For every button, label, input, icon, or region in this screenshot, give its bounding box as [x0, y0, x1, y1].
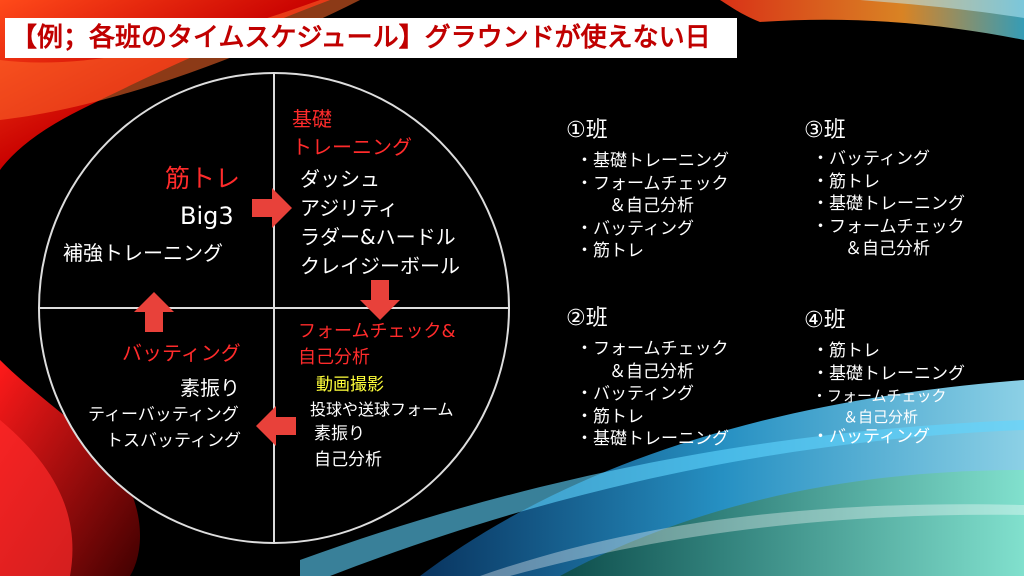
quadrant-heading-batting: バッティング — [122, 341, 241, 365]
list-item: ・基礎トレーニング — [812, 194, 965, 214]
group-1-schedule: ・基礎トレーニング ・フォームチェック ＆自己分析 ・バッティング ・筋トレ — [576, 150, 729, 263]
quadrant-line-self-analysis: 自己分析 — [314, 450, 382, 470]
list-item: ・フォームチェック — [812, 216, 965, 237]
quadrant-line-swing: 素振り — [314, 424, 365, 444]
list-item: ・筋トレ — [576, 406, 644, 427]
list-item: ・フォームチェック — [812, 387, 947, 405]
quadrant-heading-strength: 筋トレ — [165, 164, 241, 193]
quadrant-line-dash: ダッシュ — [300, 167, 380, 191]
quadrant-heading-basic-training-2: トレーニング — [292, 135, 412, 159]
group-3-title: ③班 — [804, 118, 846, 143]
list-item: ・筋トレ — [576, 241, 644, 261]
group-3-schedule: ・バッティング ・筋トレ ・基礎トレーニング ・フォームチェック ＆自己分析 — [812, 148, 965, 261]
quadrant-heading-form-check-2: 自己分析 — [298, 347, 370, 368]
arrow-right-icon — [252, 188, 292, 228]
list-item: ＆自己分析 — [828, 239, 930, 259]
quadrant-highlight-video: 動画撮影 — [316, 375, 384, 395]
list-item: ・バッティング — [576, 218, 694, 239]
quadrant-line-swing-practice: 素振り — [180, 376, 240, 400]
quadrant-line-throwing-form: 投球や送球フォーム — [310, 400, 454, 419]
arrow-left-icon — [256, 406, 296, 446]
list-item: ・バッティング — [576, 384, 694, 404]
list-item: ・筋トレ — [812, 341, 880, 361]
group-1-title: ①班 — [566, 118, 608, 143]
quadrant-line-tee-batting: ティーバッティング — [88, 405, 239, 425]
list-item: ・フォームチェック — [576, 339, 729, 359]
quadrant-line-crazy-ball: クレイジーボール — [300, 254, 460, 278]
page-title: 【例；各班のタイムスケジュール】グラウンドが使えない日 — [5, 18, 737, 58]
quadrant-line-ladder-hurdle: ラダー&ハードル — [300, 225, 456, 249]
group-2-title: ②班 — [566, 306, 608, 331]
list-item: ・基礎トレーニング — [812, 363, 965, 384]
arrow-down-icon — [360, 280, 400, 320]
quadrant-line-big3: Big3 — [180, 202, 234, 230]
list-item: ・筋トレ — [812, 171, 880, 192]
quadrant-heading-form-check-1: フォームチェック& — [298, 321, 456, 342]
list-item: ＆自己分析 — [828, 407, 919, 426]
quadrant-line-agility: アジリティ — [300, 196, 398, 220]
group-2-schedule: ・フォームチェック ＆自己分析 ・バッティング ・筋トレ ・基礎トレーニング — [576, 338, 729, 451]
list-item: ・バッティング — [812, 149, 930, 169]
quadrant-line-toss-batting: トスバッティング — [106, 431, 241, 451]
list-item: ・基礎トレーニング — [576, 151, 729, 171]
quadrant-heading-basic-training-1: 基礎 — [292, 107, 332, 131]
horizontal-divider — [38, 307, 510, 309]
list-item: ＆自己分析 — [592, 361, 694, 382]
list-item: ・バッティング — [812, 426, 930, 447]
arrow-up-icon — [134, 292, 174, 332]
group-4-title: ④班 — [804, 308, 846, 333]
list-item: ・基礎トレーニング — [576, 429, 729, 449]
list-item: ・フォームチェック — [576, 173, 729, 194]
quadrant-line-supplementary: 補強トレーニング — [63, 241, 223, 265]
list-item: ＆自己分析 — [592, 196, 694, 216]
group-4-schedule: ・筋トレ ・基礎トレーニング ・フォームチェック ＆自己分析 ・バッティング — [812, 340, 965, 448]
